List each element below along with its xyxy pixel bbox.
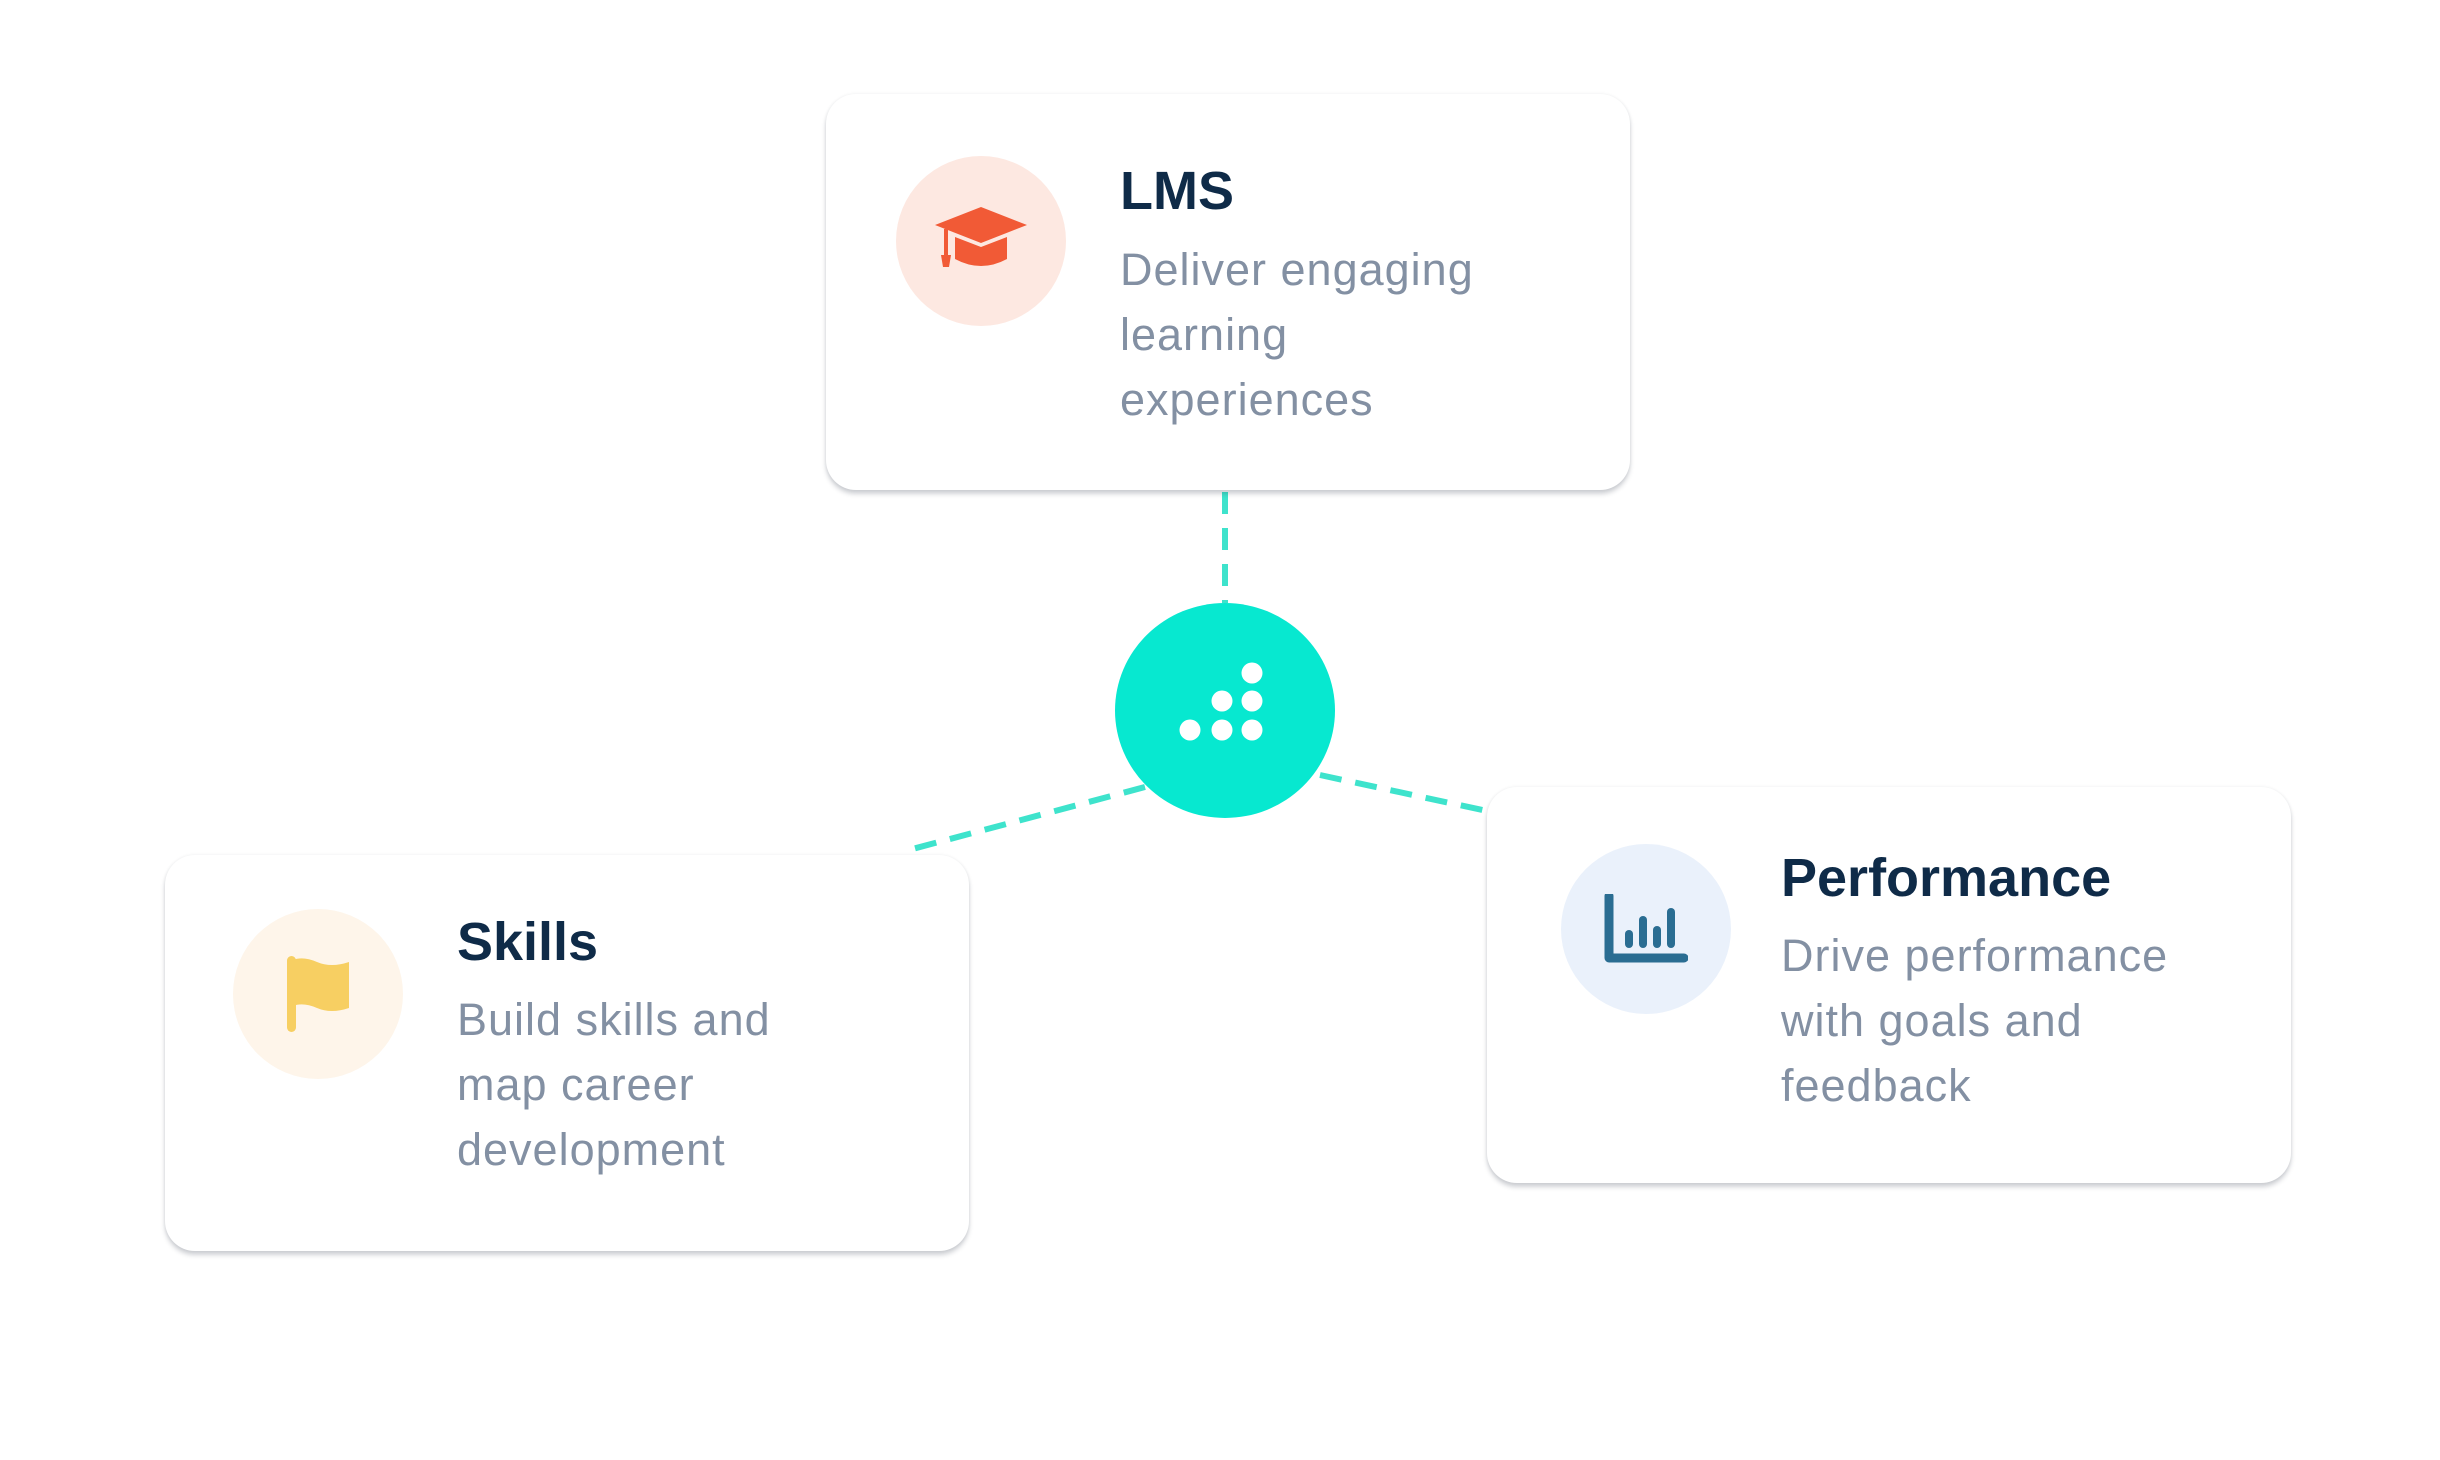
bar-chart-icon [1604, 894, 1688, 963]
skills-card[interactable]: Skills Build skills and map career devel… [165, 855, 969, 1251]
performance-icon-circle [1561, 844, 1731, 1014]
graduation-cap-icon [935, 207, 1027, 267]
lms-title: LMS [1120, 161, 1234, 221]
lms-card[interactable]: LMS Deliver engaging learning experience… [826, 94, 1630, 490]
connector-skills [904, 784, 1146, 854]
lms-description: Deliver engaging learning experiences [1120, 244, 1474, 425]
connector-performance [1319, 772, 1488, 814]
skills-icon-circle [233, 909, 403, 1079]
performance-description: Drive performance with goals and feedbac… [1781, 930, 2169, 1111]
lms-icon-circle [896, 156, 1066, 326]
skills-description: Build skills and map career development [457, 994, 771, 1175]
performance-title: Performance [1781, 848, 2112, 908]
skills-title: Skills [457, 912, 599, 972]
performance-card[interactable]: Performance Drive performance with goals… [1487, 787, 2291, 1183]
flag-icon [287, 956, 349, 1032]
dots-logo-icon [1179, 662, 1263, 741]
hub-circle [1115, 603, 1335, 818]
